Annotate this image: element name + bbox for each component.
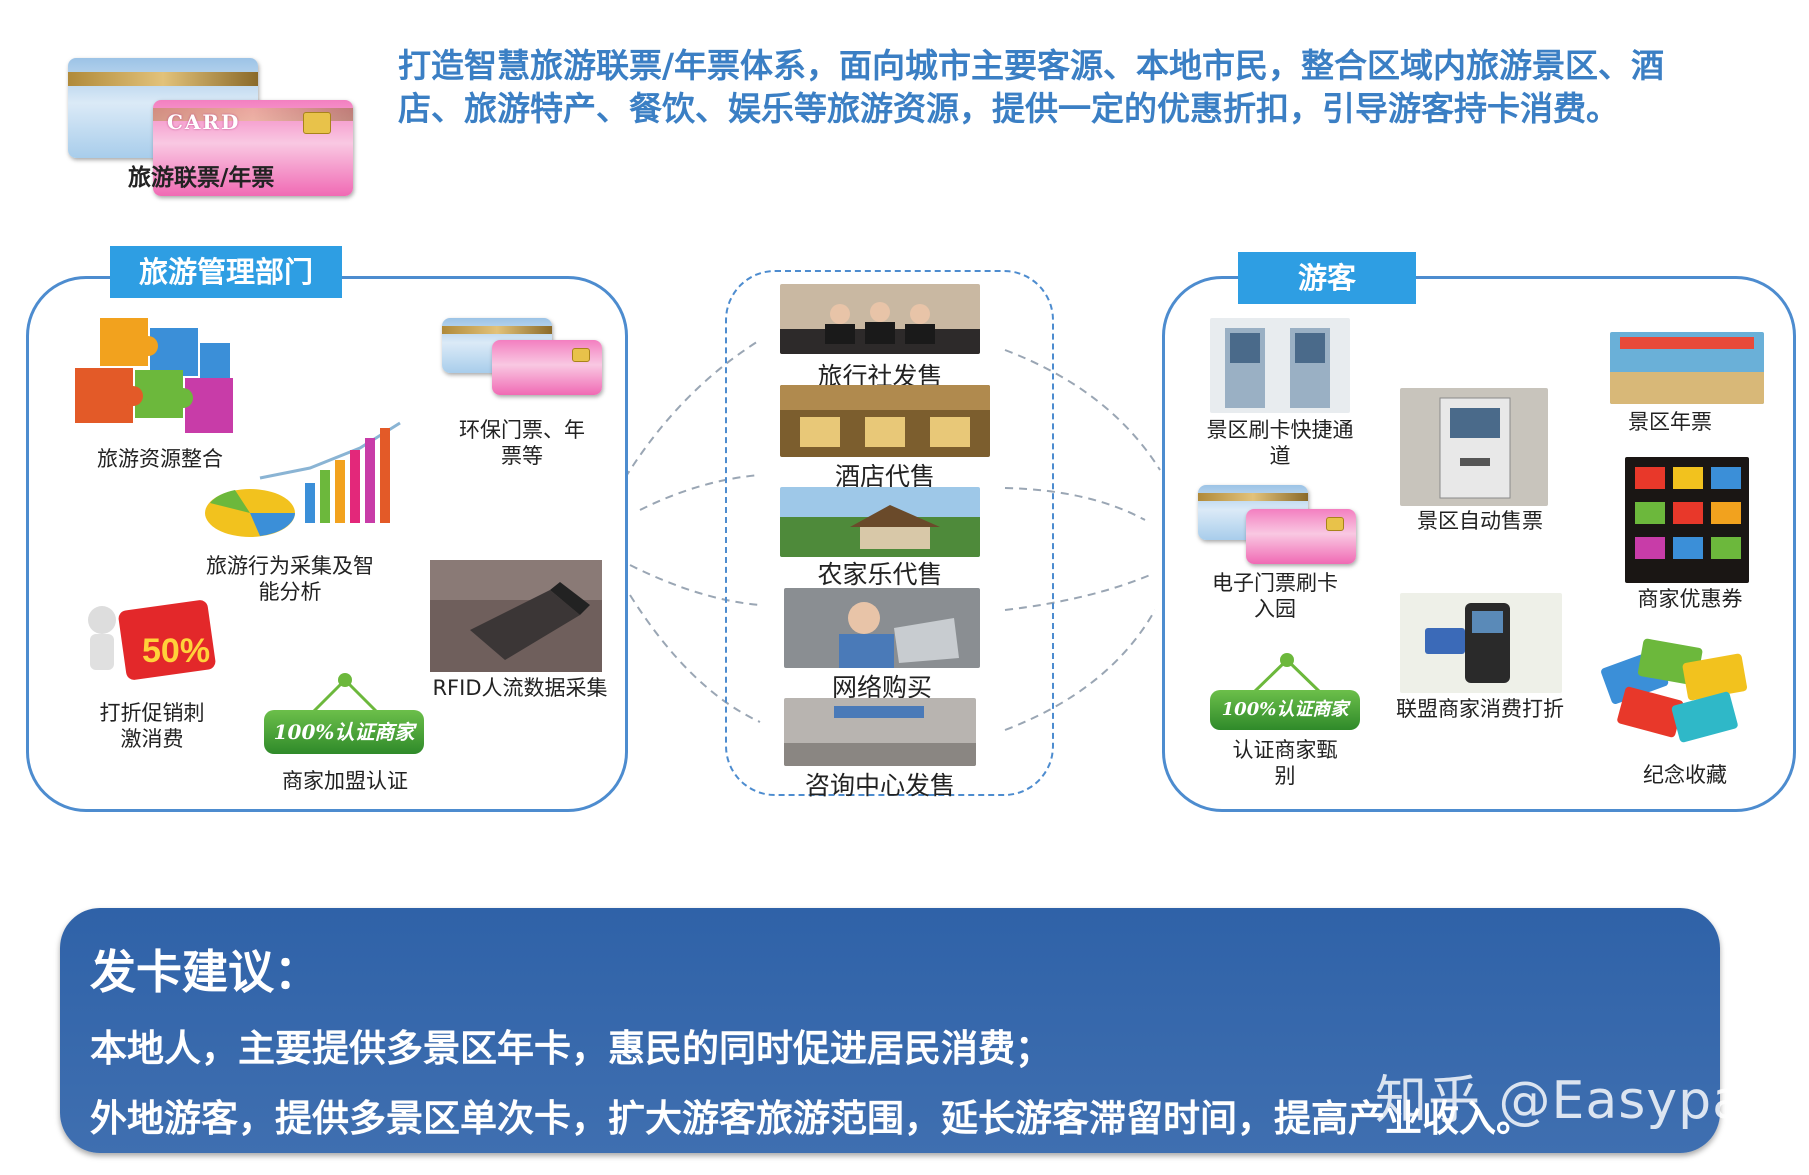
middle-item-online: 网络购买 — [831, 673, 932, 702]
middle-item-hotel: 酒店代售 — [834, 462, 935, 491]
left-item-discount: 打折促销刺激消费 — [99, 701, 205, 751]
farmhouse-photo — [780, 487, 980, 557]
left-item-rfid: RFID人流数据采集 — [432, 676, 608, 700]
left-item-analysis: 旅游行为采集及智能分析 — [206, 554, 374, 604]
left-panel-title: 旅游管理部门 — [110, 246, 342, 298]
scenic-annual-pass-photo — [1610, 332, 1764, 404]
advice-line-visitor: 外地游客，提供多景区单次卡，扩大游客旅游范围，延长游客滞留时间，提高产业收入。 — [90, 1097, 1533, 1140]
travel-agency-photo — [780, 284, 980, 354]
puzzle-icon — [75, 318, 233, 433]
coupons-photo — [1625, 457, 1749, 583]
ticket-card-icon — [442, 318, 602, 398]
info-center-photo — [784, 698, 976, 766]
advice-line-local: 本地人，主要提供多景区年卡，惠民的同时促进居民消费； — [90, 1027, 1052, 1070]
left-item-resource: 旅游资源整合 — [97, 447, 223, 471]
chip-icon — [303, 112, 331, 134]
right-item-alliance: 联盟商家消费打折 — [1396, 697, 1564, 721]
chart-icon — [205, 421, 401, 537]
header-card-graphic: CARD 旅游联票/年票 — [68, 58, 358, 198]
card-caption: 旅游联票/年票 — [128, 165, 275, 191]
card-payment-photo — [1400, 593, 1562, 693]
souvenir-cards-photo — [1601, 638, 1748, 743]
right-item-identify: 认证商家甄别 — [1232, 738, 1338, 788]
watermark: 知乎 @Easypan — [1375, 1071, 1779, 1131]
hanger-icon-right — [1250, 653, 1324, 696]
hotel-photo — [780, 385, 990, 457]
right-item-souvenir: 纪念收藏 — [1643, 763, 1727, 787]
right-item-vending: 景区自动售票 — [1417, 509, 1543, 533]
left-item-tickets: 环保门票、年票等 — [459, 418, 585, 468]
right-item-coupon: 商家优惠券 — [1637, 587, 1743, 611]
card-pink: CARD — [153, 100, 353, 196]
left-item-merchant: 商家加盟认证 — [282, 769, 408, 793]
rfid-camera-photo — [430, 560, 602, 672]
right-item-annual: 景区年票 — [1628, 410, 1712, 434]
intro-text: 打造智慧旅游联票/年票体系，面向城市主要客源、本地市民，整合区域内旅游景区、酒店… — [398, 46, 1665, 128]
eticket-card-icon — [1198, 485, 1358, 567]
middle-item-farmhouse: 农家乐代售 — [817, 560, 943, 589]
advice-title: 发卡建议： — [90, 945, 320, 999]
online-purchase-photo — [784, 588, 980, 668]
certified-merchant-badge-right: 100%认证商家 — [1210, 690, 1360, 730]
right-panel-title: 游客 — [1238, 252, 1416, 304]
right-item-eticket: 电子门票刷卡入园 — [1212, 571, 1338, 621]
discount-icon: 50% — [88, 600, 216, 680]
middle-item-info-center: 咨询中心发售 — [804, 771, 955, 800]
card-word: CARD — [167, 110, 241, 134]
ticket-machine-photo — [1400, 388, 1548, 506]
certified-merchant-badge: 100%认证商家 — [264, 710, 424, 754]
advice-box: 发卡建议： 本地人，主要提供多景区年卡，惠民的同时促进居民消费； 外地游客，提供… — [60, 908, 1720, 1153]
hanger-icon — [308, 673, 382, 717]
svg-text:50%: 50% — [142, 632, 210, 670]
gate-photo — [1210, 318, 1350, 413]
right-item-gate: 景区刷卡快捷通道 — [1206, 418, 1354, 468]
middle-panel — [725, 270, 1054, 796]
